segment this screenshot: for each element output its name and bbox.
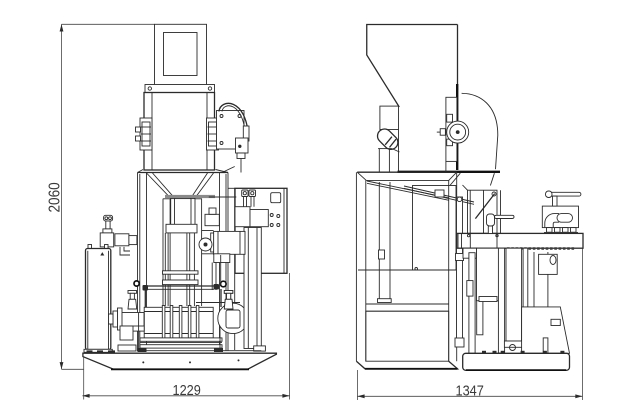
svg-text:1229: 1229	[173, 381, 202, 398]
svg-text:2060: 2060	[47, 182, 64, 212]
svg-text:1347: 1347	[456, 381, 485, 398]
